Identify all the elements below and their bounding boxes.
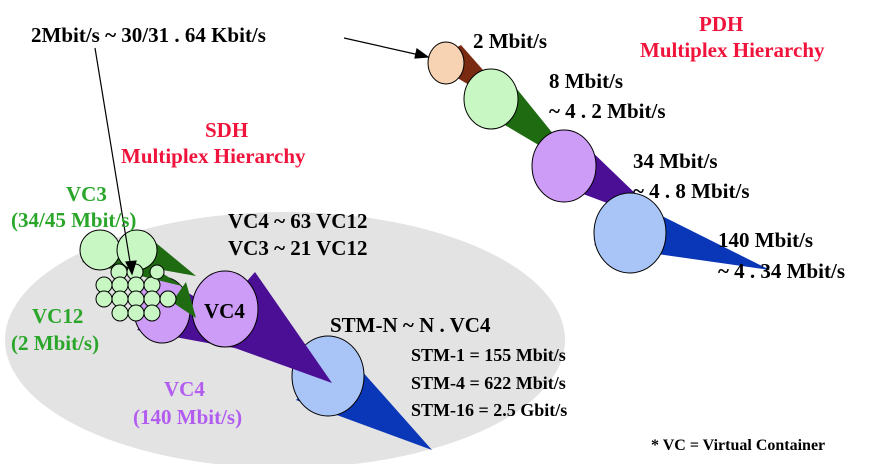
vc3-rate-label: (34/45 Mbit/s) <box>11 208 137 232</box>
cone-vc12-bundle-icon <box>95 263 177 322</box>
cone-vc4-icon <box>133 270 332 383</box>
pointer-to-pdh-2mbit <box>343 37 430 59</box>
pdh-title: PDH <box>699 12 744 36</box>
footnote: * VC = Virtual Container <box>651 437 826 454</box>
cone-140mbit-icon <box>593 192 770 274</box>
pdh-8mbit-mux-label: ~ 4 . 2 Mbit/s <box>549 99 666 123</box>
stm4-label: STM-4 = 622 Mbit/s <box>411 373 566 393</box>
pdh-34mbit-label: 34 Mbit/s <box>633 149 718 173</box>
vc4-rate-label: (140 Mbit/s) <box>133 405 243 429</box>
stm-n-label: STM-N ~ N . VC4 <box>330 313 491 337</box>
pdh-subtitle: Multiplex Hierarchy <box>640 38 825 62</box>
vc12-rate-label: (2 Mbit/s) <box>11 331 100 355</box>
vc3-vc12-label: VC3 ~ 21 VC12 <box>228 236 368 260</box>
vc12-label: VC12 <box>32 304 84 328</box>
stm16-label: STM-16 = 2.5 Gbit/s <box>411 400 568 420</box>
vc4-label: VC4 <box>164 377 205 401</box>
sdh-title: SDH <box>205 118 249 142</box>
pdh-140mbit-mux-label: ~ 4 . 34 Mbit/s <box>718 259 846 283</box>
pointer-to-vc12 <box>94 47 137 276</box>
sdh-subtitle: Multiplex Hierarchy <box>121 144 306 168</box>
vc3-label: VC3 <box>66 182 107 206</box>
pdh-8mbit-label: 8 Mbit/s <box>549 69 624 93</box>
pdh-140mbit-label: 140 Mbit/s <box>718 228 814 252</box>
vc4-vc12-label: VC4 ~ 63 VC12 <box>228 209 368 233</box>
pdh-34mbit-mux-label: ~ 4 . 8 Mbit/s <box>633 179 750 203</box>
stm1-label: STM-1 = 155 Mbit/s <box>411 345 566 365</box>
vc4-circle-label: VC4 <box>204 299 245 323</box>
e1-mapping-label: 2Mbit/s ~ 30/31 . 64 Kbit/s <box>31 23 266 47</box>
pdh-2mbit-label: 2 Mbit/s <box>473 29 548 53</box>
